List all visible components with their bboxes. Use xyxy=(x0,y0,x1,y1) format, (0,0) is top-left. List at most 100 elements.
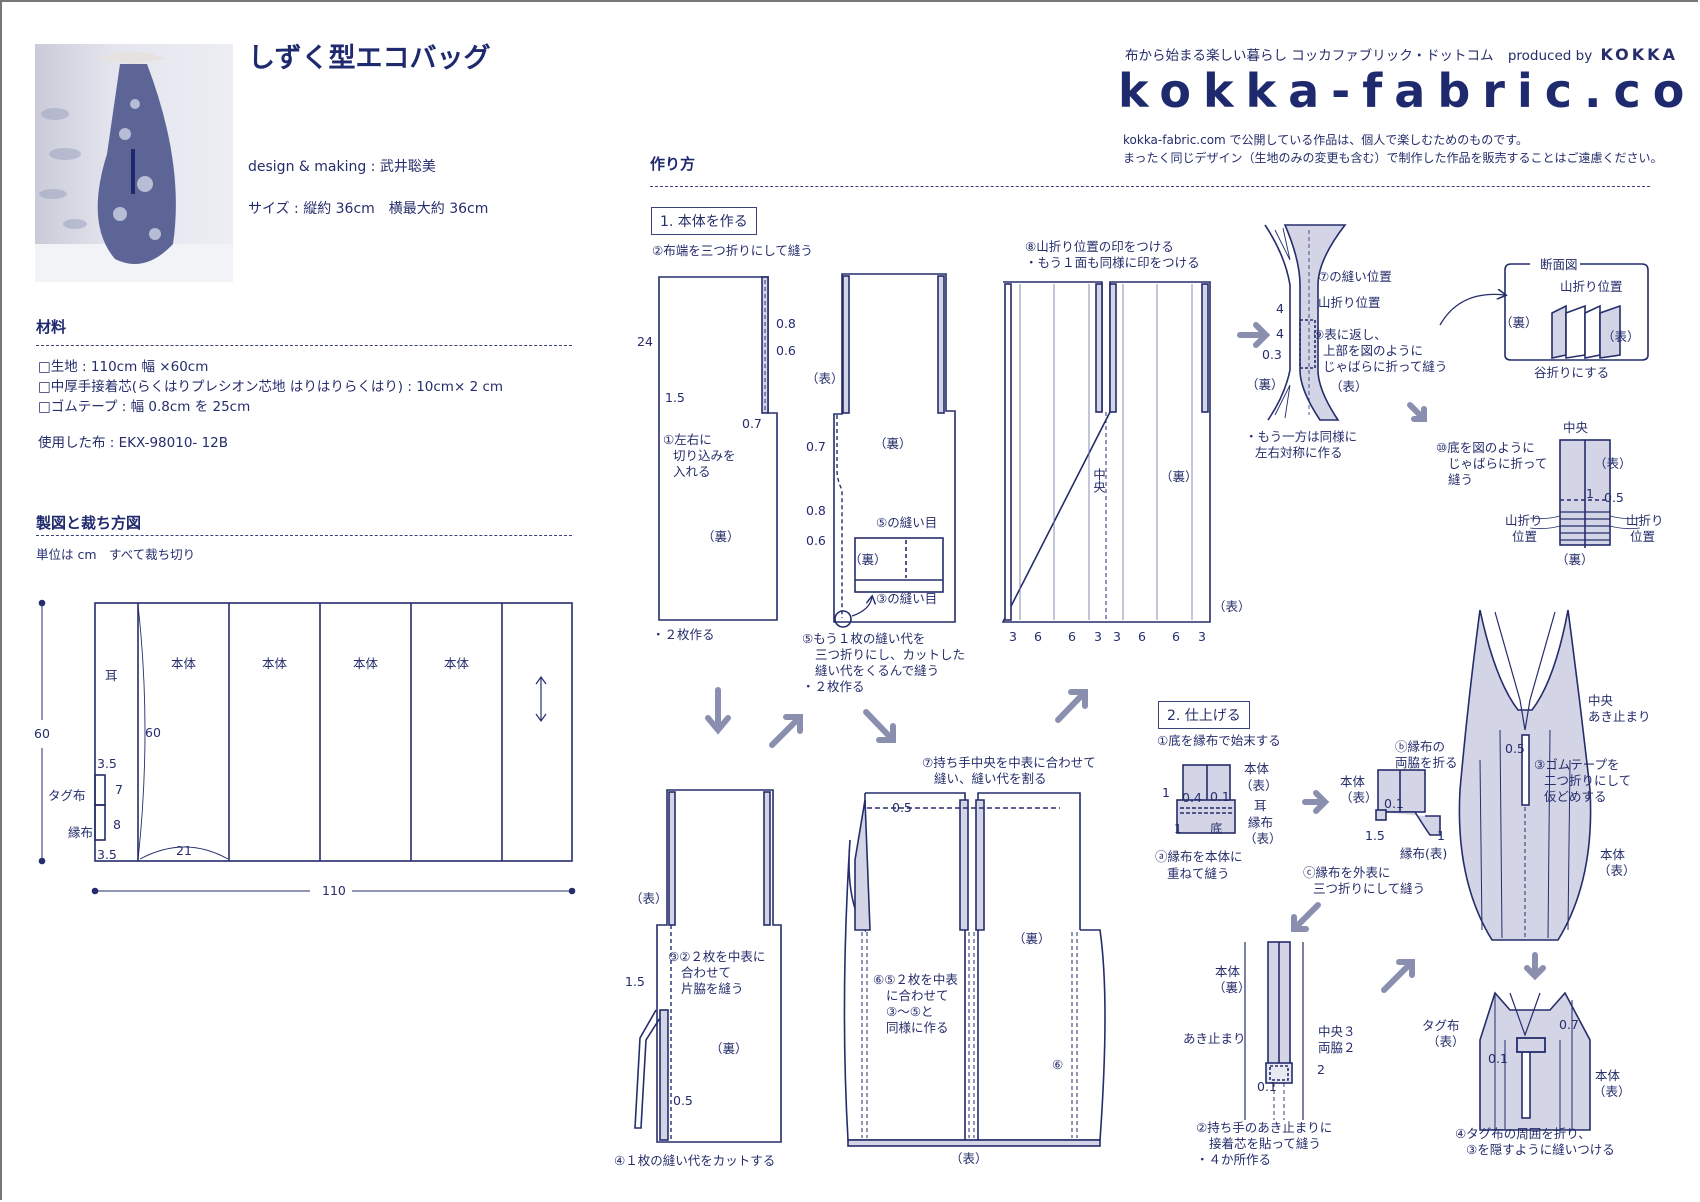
diagram-label: ・もう１面も同様に印をつける xyxy=(1025,255,1200,270)
diagram-label: 1 xyxy=(1586,486,1594,501)
divider xyxy=(36,535,572,536)
diagram-label: 0.7 xyxy=(1559,1017,1579,1032)
diagram-label: 0.4 xyxy=(1182,790,1202,805)
page-title: しずく型エコバッグ xyxy=(248,43,491,74)
brand-name: KOKKA xyxy=(1600,45,1678,64)
diagram-label: 0.7 xyxy=(742,416,762,431)
designer-credit: design & making : 武井聡美 xyxy=(248,159,436,175)
diagram-label: ・もう一方は同様に xyxy=(1245,429,1358,444)
diagram-label: 三つ折りにして縫う xyxy=(1313,881,1426,896)
diagram-label: 山折り位置 xyxy=(1560,279,1623,294)
diagram-label: 耳 xyxy=(1254,798,1267,813)
diagram-step1-b xyxy=(833,273,956,628)
diagram-label: 2 xyxy=(1317,1062,1325,1077)
notice-2: まったく同じデザイン（生地のみの変更も含む）で制作した作品を販売することはご遠慮… xyxy=(1123,151,1663,165)
diagram-strap-pleat xyxy=(1264,224,1347,421)
diagram-step1-e xyxy=(634,789,782,1143)
diagram-label: 0.5 xyxy=(892,800,912,815)
diagram-label: 本体 xyxy=(1595,1068,1621,1083)
diagram-label: 両脇を折る xyxy=(1395,755,1458,770)
diagram-label: 1 xyxy=(1162,785,1170,800)
diagram-label: ④タグ布の周囲を折り、 xyxy=(1455,1126,1591,1141)
diagram-label: （裏） xyxy=(1213,980,1251,995)
tag-label: タグ布 xyxy=(48,788,86,803)
pleat-dimension: 6 xyxy=(1034,629,1042,644)
diagram-label: ⑧山折り位置の印をつける xyxy=(1025,239,1174,254)
pleat-dimension: 6 xyxy=(1068,629,1076,644)
diagram-label: 片脇を縫う xyxy=(681,981,744,996)
diagram-label: に合わせて xyxy=(886,988,949,1003)
diagram-label: 中央 xyxy=(1091,468,1106,493)
diagram-tag-attached xyxy=(1479,991,1591,1131)
diagram-label: 縁布(表) xyxy=(1400,846,1448,861)
diagram-label: （表） xyxy=(950,1151,988,1166)
diagram-label: ⑩底を図のように xyxy=(1436,440,1535,455)
diagram-label: 入れる xyxy=(673,464,711,479)
section-1-title: 1. 本体を作る xyxy=(651,207,757,235)
height-total: 60 xyxy=(34,726,50,741)
diagram-label: 0.5 xyxy=(1505,741,1525,756)
diagram-bag-assembled xyxy=(1458,609,1592,941)
diagram-label: （裏） xyxy=(710,1041,748,1056)
diagram-label: ⑥⑤２枚を中表 xyxy=(873,972,958,987)
diagram-label: （裏） xyxy=(1160,469,1198,484)
diagram-label: ⓐ縁布を本体に xyxy=(1155,849,1243,864)
diagram-label: （表） xyxy=(1330,379,1368,394)
diagram-label: 上部を図のように xyxy=(1323,343,1424,358)
diagram-label: （表） xyxy=(806,371,844,386)
diagram-label: 0.7 xyxy=(806,439,826,454)
diagram-label: 左右対称に作る xyxy=(1255,445,1343,460)
diagram-label: 1.5 xyxy=(625,974,645,989)
diagram-label: あき止まり xyxy=(1588,709,1651,724)
fabric-used: 使用した布 : EKX-98010- 12B xyxy=(38,435,229,451)
diagram-label: （表） xyxy=(1598,863,1636,878)
material-item: □中厚手接着芯(らくはりプレシオン芯地 はりはりらくはり) : 10cm× 2 … xyxy=(38,379,504,395)
diagram-label: あき止まり xyxy=(1183,1031,1246,1046)
diagram-label: 位置 xyxy=(1630,529,1656,544)
diagram-label: （裏） xyxy=(1013,931,1051,946)
diagram-label: ⓒ縁布を外表に xyxy=(1303,865,1391,880)
diagram-step1-a xyxy=(658,276,778,621)
site-logo[interactable]: kokka-fabric.com xyxy=(1118,64,1700,118)
diagram-label: 山折り xyxy=(1505,513,1543,528)
body-piece-label: 本体 xyxy=(262,656,288,671)
diagram-label: 0.3 xyxy=(1262,347,1282,362)
diagram-label: 中央 xyxy=(1588,693,1614,708)
diagram-label: 縁布 xyxy=(1248,815,1274,830)
diagram-label: （表） xyxy=(1593,1084,1631,1099)
diagram-label: ⑤の縫い目 xyxy=(876,515,938,530)
diagram-label: 1 xyxy=(1174,821,1182,836)
cutting-layout xyxy=(38,599,576,895)
diagram-label: （表） xyxy=(1340,790,1378,805)
diagram-label: ②持ち手のあき止まりに xyxy=(1196,1120,1333,1135)
diagram-label: （表） xyxy=(1427,1034,1465,1049)
diagram-label: 合わせて xyxy=(681,965,732,980)
diagram-label: 重ねて縫う xyxy=(1167,866,1230,881)
diagram-label: 4 xyxy=(1276,326,1284,341)
diagram-label: （表） xyxy=(1244,831,1282,846)
diagram-label: 本体 xyxy=(1600,847,1626,862)
diagram-label: ・４か所作る xyxy=(1196,1152,1272,1167)
diagram-label: 中央３ xyxy=(1318,1024,1356,1039)
diagram-bottom-pleat xyxy=(1529,439,1641,548)
diagram-label: ⑨表に返し、 xyxy=(1313,327,1387,342)
section-2-title: 2. 仕上げる xyxy=(1158,701,1250,729)
body-piece-label: 本体 xyxy=(353,656,379,671)
material-item: □ゴムテープ : 幅 0.8cm を 25cm xyxy=(38,399,251,415)
diagram-label: （裏） xyxy=(1246,377,1284,392)
pleat-dimension: 6 xyxy=(1138,629,1146,644)
diagram-label: 本体 xyxy=(1215,964,1241,979)
diagram-label: ③を隠すように縫いつける xyxy=(1466,1142,1615,1157)
diagram-label: （裏） xyxy=(849,552,887,567)
diagram-label: ①底を縁布で始末する xyxy=(1157,733,1281,748)
diagram-step2-handle xyxy=(1244,941,1304,1120)
diagram-label: 山折り位置 xyxy=(1318,295,1381,310)
diagram-label: ③ゴムテープを xyxy=(1534,757,1620,772)
diagram-step2-a xyxy=(1176,764,1236,834)
diagram-label: ⑦の縫い位置 xyxy=(1318,269,1392,284)
diagram-label: ③②２枚を中表に xyxy=(668,949,766,964)
diagram-label: 谷折りにする xyxy=(1534,365,1610,380)
diagram-label: 両脇２ xyxy=(1318,1040,1356,1055)
brand-tagline-row: 布から始まる楽しい暮らし コッカファブリック・ドットコム produced by… xyxy=(1125,46,1678,65)
